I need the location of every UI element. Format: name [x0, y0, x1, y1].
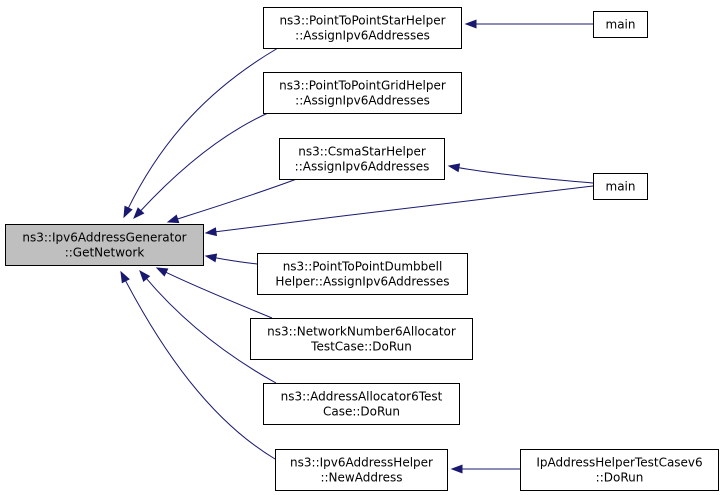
node-label-line: ns3::PointToPointDumbbell — [283, 260, 443, 274]
edge-nn6-to-root — [155, 267, 273, 319]
node-iphelper[interactable]: IpAddressHelperTestCasev6::DoRun — [520, 449, 719, 491]
node-box — [279, 138, 445, 180]
node-label-line: ::AssignIpv6Addresses — [295, 160, 430, 174]
edge-line — [175, 176, 303, 221]
edge-arrowhead — [123, 205, 133, 219]
node-label-line: ::AssignIpv6Addresses — [295, 94, 430, 108]
edge-grid-to-root — [133, 112, 269, 220]
edge-arrowhead — [204, 227, 217, 237]
node-box — [593, 11, 648, 38]
node-dumbbell[interactable]: ns3::PointToPointDumbbellHelper::AssignI… — [257, 253, 468, 295]
node-grid[interactable]: ns3::PointToPointGridHelper::AssignIpv6A… — [263, 72, 462, 114]
node-box — [250, 318, 473, 360]
edge-arrowhead — [447, 163, 461, 173]
edge-line — [124, 278, 276, 460]
edge-line — [163, 271, 273, 319]
edge-arrowhead — [139, 269, 151, 282]
node-label-line: ::DoRun — [596, 471, 644, 485]
edge-csma-to-root — [166, 176, 303, 224]
node-main1[interactable]: main — [593, 11, 648, 38]
edge-star-to-root — [123, 47, 279, 219]
edge-arrowhead — [155, 267, 169, 277]
edge-main1-to-star — [464, 19, 593, 29]
node-label-line: ::AssignIpv6Addresses — [295, 29, 430, 43]
edge-iphelper-to-newaddr — [450, 464, 520, 474]
edge-arrowhead — [450, 464, 463, 474]
edge-aa6-to-root — [139, 269, 277, 384]
node-label-line: main — [606, 18, 636, 32]
edge-line — [127, 47, 279, 211]
nodes-layer: ns3::Ipv6AddressGenerator::GetNetworkns3… — [5, 7, 719, 491]
edge-line — [139, 112, 269, 213]
edge-newaddr-to-root — [120, 270, 276, 460]
node-box — [5, 224, 204, 266]
edge-line — [456, 166, 594, 184]
node-label-line: ns3::Ipv6AddressGenerator — [22, 231, 186, 245]
node-label-line: IpAddressHelperTestCasev6 — [536, 456, 702, 470]
edge-dumbbell-to-root — [204, 253, 258, 265]
node-label-line: Case::DoRun — [323, 405, 400, 419]
node-label-line: ::GetNetwork — [65, 246, 145, 260]
node-label-line: Helper::AssignIpv6Addresses — [275, 275, 449, 289]
node-box — [593, 173, 648, 200]
node-root[interactable]: ns3::Ipv6AddressGenerator::GetNetwork — [5, 224, 204, 266]
node-label-line: ns3::Ipv6AddressHelper — [290, 456, 433, 470]
edge-arrowhead — [133, 207, 145, 220]
node-box — [275, 449, 448, 491]
node-label-line: ns3::PointToPointGridHelper — [279, 79, 446, 93]
edge-line — [144, 276, 277, 384]
node-label-line: ns3::CsmaStarHelper — [298, 145, 426, 159]
edges-layer — [120, 19, 594, 474]
node-box — [263, 7, 462, 49]
node-main2[interactable]: main — [593, 173, 648, 200]
edge-line — [213, 256, 258, 265]
edge-arrowhead — [120, 270, 130, 284]
node-csma[interactable]: ns3::CsmaStarHelper::AssignIpv6Addresses — [279, 138, 445, 180]
node-box — [263, 72, 462, 114]
node-box — [263, 383, 460, 425]
node-label-line: TestCase::DoRun — [310, 340, 412, 354]
node-star[interactable]: ns3::PointToPointStarHelper::AssignIpv6A… — [263, 7, 462, 49]
edge-line — [213, 185, 594, 233]
node-label-line: ::NewAddress — [320, 471, 402, 485]
node-label-line: main — [606, 180, 636, 194]
edge-arrowhead — [166, 214, 180, 224]
edge-main2-to-root — [204, 185, 594, 237]
node-label-line: ns3::NetworkNumber6Allocator — [267, 325, 456, 339]
edge-main2-to-csma — [447, 163, 594, 184]
node-box — [520, 449, 719, 491]
node-nn6[interactable]: ns3::NetworkNumber6AllocatorTestCase::Do… — [250, 318, 473, 360]
node-label-line: ns3::AddressAllocator6Test — [281, 390, 443, 404]
node-box — [257, 253, 468, 295]
edge-arrowhead — [464, 19, 477, 29]
node-newaddr[interactable]: ns3::Ipv6AddressHelper::NewAddress — [275, 449, 448, 491]
edge-arrowhead — [204, 253, 218, 263]
node-label-line: ns3::PointToPointStarHelper — [279, 14, 445, 28]
